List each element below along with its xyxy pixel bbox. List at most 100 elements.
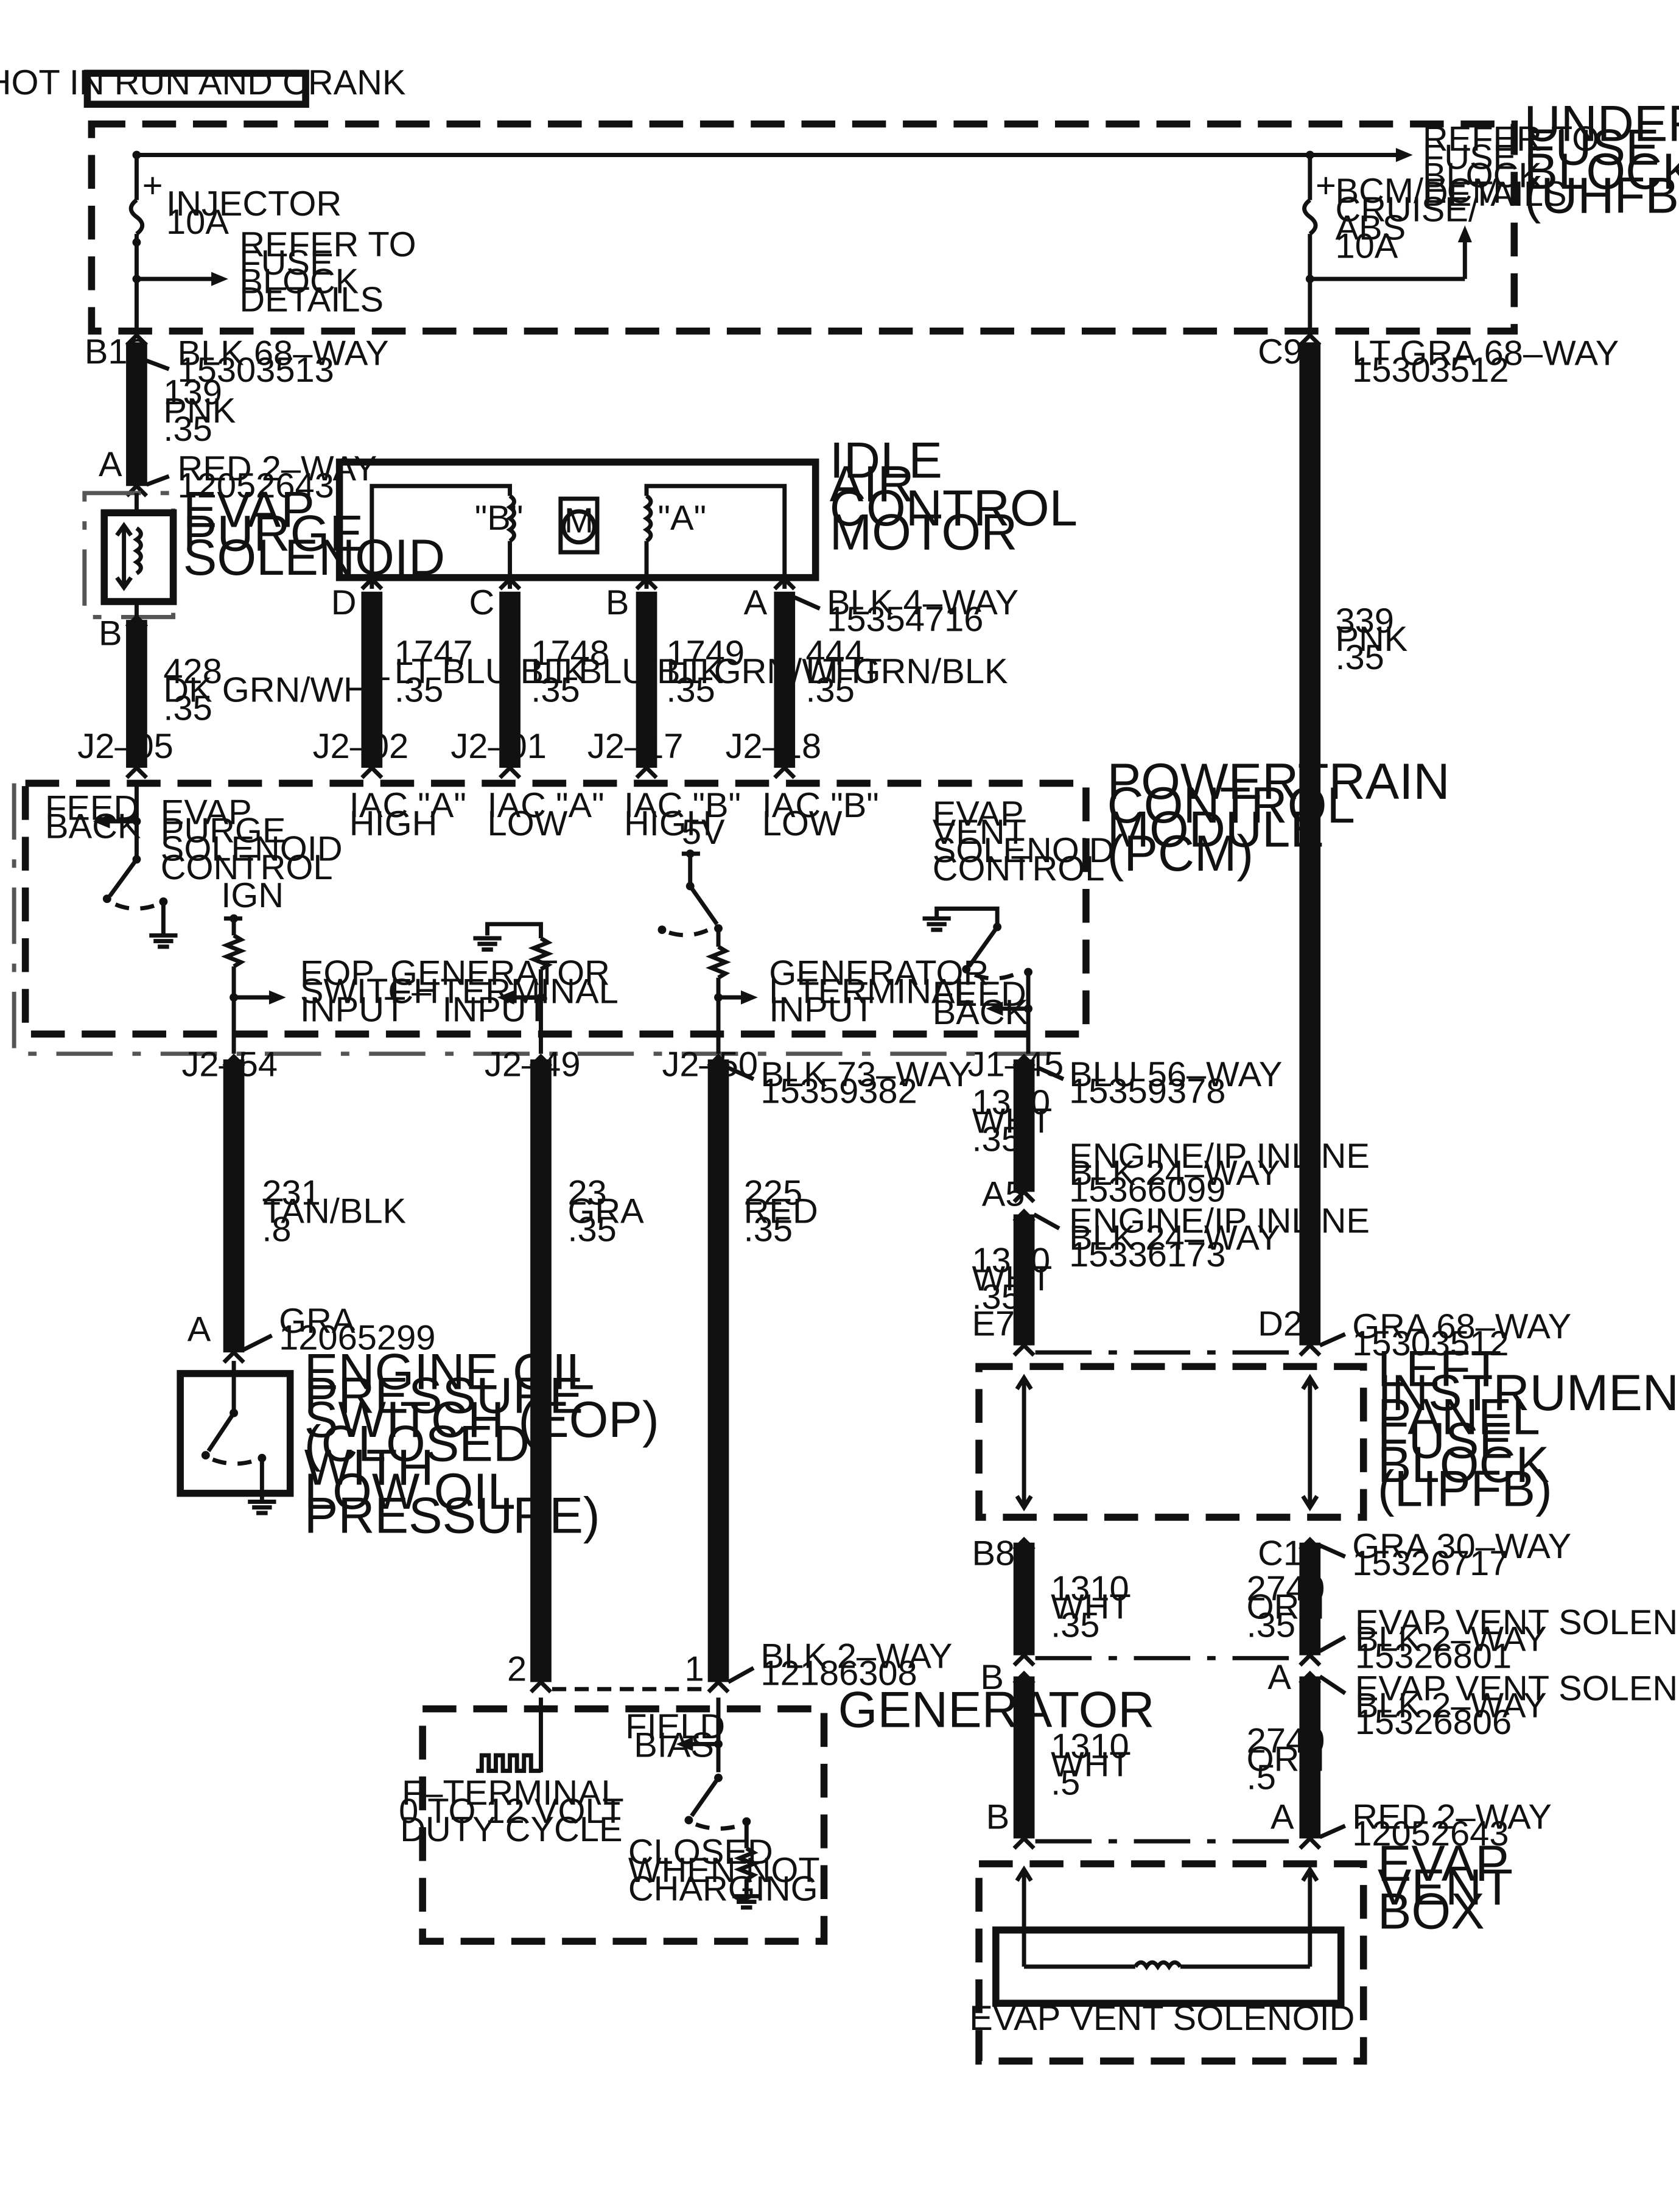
f-terminal-label: F–TERMINAL 0 TO 12 VOLT DUTY CYCLE xyxy=(399,1774,624,1849)
svg-text:15303512: 15303512 xyxy=(1352,1324,1509,1363)
svg-text:.35: .35 xyxy=(394,670,443,709)
svg-text:231: 231 xyxy=(262,1173,320,1212)
pcm-top-pins: J2–05 J2–02 J2–01 J2–17 J2–18 xyxy=(77,727,821,766)
wire-139-label: 139 PNK .35 xyxy=(163,373,236,449)
svg-text:15326806: 15326806 xyxy=(1355,1703,1512,1742)
resistor-icon xyxy=(734,1846,760,1881)
svg-text:BACK: BACK xyxy=(933,993,1028,1032)
eop-conn-label: GRA 12065299 xyxy=(279,1302,435,1358)
resistor-icon xyxy=(528,936,554,971)
svg-text:MOTOR: MOTOR xyxy=(830,504,1017,560)
vent-box-name: EVAP VENT BOX xyxy=(1378,1835,1513,1940)
iac-wire-labels: 1747 LT BLU/BLK .35 1748 LT BLU/BLK .35 … xyxy=(394,634,1008,709)
uhfb-box xyxy=(88,120,1518,335)
svg-text:DUTY CYCLE: DUTY CYCLE xyxy=(400,1810,622,1849)
svg-text:DETAILS: DETAILS xyxy=(239,280,384,319)
svg-text:12052643: 12052643 xyxy=(178,466,334,505)
svg-text:VENT: VENT xyxy=(1378,1859,1513,1915)
svg-text:CONTROL: CONTROL xyxy=(830,480,1078,536)
closed-note-label: CLOSED WHEN NOT CHARGING xyxy=(628,1833,820,1908)
svg-text:15303512: 15303512 xyxy=(1352,351,1509,390)
purge-conn-label: RED 2–WAY 12052643 xyxy=(178,449,377,505)
svg-text:IAC "B": IAC "B" xyxy=(762,786,879,825)
iac-motor-box xyxy=(335,458,819,581)
svg-text:(PCM): (PCM) xyxy=(1107,825,1254,882)
lipfb-name: LEFT INSTRUMENT PANEL FUSE BLOCK (LIPFB) xyxy=(1378,1341,1679,1517)
svg-text:CONTROL: CONTROL xyxy=(933,849,1105,888)
svg-text:PANEL: PANEL xyxy=(1378,1388,1540,1445)
svg-text:WHT: WHT xyxy=(972,1101,1052,1140)
motor-label: M xyxy=(564,502,594,541)
svg-text:(CLOSED: (CLOSED xyxy=(304,1415,530,1472)
svg-text:LT GRN/BLK: LT GRN/BLK xyxy=(805,652,1008,691)
svg-text:23: 23 xyxy=(567,1173,606,1212)
gen-conn-label: BLK 2–WAY 12186308 xyxy=(760,1637,952,1693)
svg-text:ORN: ORN xyxy=(1247,1740,1325,1778)
svg-text:CLOSED: CLOSED xyxy=(628,1833,773,1872)
svg-text:10A: 10A xyxy=(166,203,229,242)
eop-name: ENGINE OIL PRESSURE SWITCH (EOP) (CLOSED… xyxy=(304,1343,659,1543)
svg-text:FUSE: FUSE xyxy=(1378,1413,1513,1469)
svg-text:F–TERMINAL: F–TERMINAL xyxy=(402,1774,621,1813)
svg-text:BLK 2–WAY: BLK 2–WAY xyxy=(1355,1686,1547,1725)
svg-text:EVAP: EVAP xyxy=(1378,1835,1509,1892)
lipfb-box xyxy=(975,1363,1367,1521)
svg-text:TAN/BLK: TAN/BLK xyxy=(262,1192,406,1231)
svg-text:.35: .35 xyxy=(666,670,715,709)
svg-text:SWITCH: SWITCH xyxy=(300,972,439,1011)
svg-text:1310: 1310 xyxy=(1051,1727,1129,1766)
svg-text:12052643: 12052643 xyxy=(1352,1814,1509,1853)
refer-left-label: REFER TO FUSE BLOCK DETAILS xyxy=(239,225,416,319)
field-bias-label: FIELD BIAS xyxy=(625,1707,725,1764)
svg-text:F– TERMINAL: F– TERMINAL xyxy=(390,972,619,1011)
svg-text:.35: .35 xyxy=(163,689,212,728)
svg-text:CHARGING: CHARGING xyxy=(628,1869,818,1908)
svg-text:FUSE: FUSE xyxy=(239,244,333,283)
motor-icon xyxy=(561,509,597,545)
svg-text:INPUT: INPUT xyxy=(769,990,875,1029)
svg-text:15336173: 15336173 xyxy=(1069,1235,1225,1274)
svg-text:BLU 56–WAY: BLU 56–WAY xyxy=(1069,1055,1282,1094)
svg-text:HIGH: HIGH xyxy=(349,804,438,843)
coil-b-label: "B" xyxy=(475,499,524,538)
svg-text:+: + xyxy=(142,166,163,205)
wire-2740-b-label: 2740 ORN .5 xyxy=(1247,1721,1325,1797)
fuse-icon xyxy=(1302,198,1318,236)
svg-text:2740: 2740 xyxy=(1247,1569,1325,1608)
svg-text:EVAP VENT SOLENOID INLINE: EVAP VENT SOLENOID INLINE xyxy=(1355,1603,1679,1642)
conn-56-label: BLU 56–WAY 15359378 xyxy=(1069,1055,1282,1111)
purge-pin-b: B xyxy=(99,614,122,653)
svg-text:EVAP: EVAP xyxy=(161,793,252,832)
svg-text:(UHFB): (UHFB) xyxy=(1524,167,1679,223)
svg-text:CRUISE/: CRUISE/ xyxy=(1335,190,1478,229)
purge-name: EVAP PURGE SOLENOID xyxy=(183,481,445,586)
coil-a-label: "A" xyxy=(658,499,707,538)
pulse-icon xyxy=(476,1753,541,1773)
fuse-injector-label: INJECTOR 10A xyxy=(166,184,342,242)
gen-pin-2: 2 xyxy=(507,1649,527,1688)
svg-text:UNDERHOOD: UNDERHOOD xyxy=(1524,95,1679,152)
svg-text:.35: .35 xyxy=(567,1210,616,1249)
conn-red2-label: RED 2–WAY 12052643 xyxy=(1352,1797,1552,1853)
svg-text:.5: .5 xyxy=(1051,1764,1080,1803)
svg-text:WITH: WITH xyxy=(304,1439,434,1496)
pin-a-1: A xyxy=(1267,1658,1291,1697)
svg-text:15326801: 15326801 xyxy=(1355,1637,1512,1676)
pin-b-2: B xyxy=(986,1797,1010,1836)
hot-label: HOT IN RUN AND CRANK xyxy=(0,63,405,102)
svg-text:LOW: LOW xyxy=(488,804,568,843)
wire-1310-a-label: 1310 WHT .35 xyxy=(972,1083,1052,1159)
conn-gra30-label: GRA 30–WAY 15326717 xyxy=(1352,1527,1571,1583)
svg-text:.35: .35 xyxy=(805,670,854,709)
conn-73-label: BLK 73–WAY 15359382 xyxy=(760,1055,972,1111)
svg-text:LOW: LOW xyxy=(762,804,843,843)
arrow-right-icon xyxy=(211,272,228,286)
svg-text:C: C xyxy=(469,583,494,622)
gen-f-input-label: GENERATOR F– TERMINAL INPUT xyxy=(390,953,619,1029)
svg-text:225: 225 xyxy=(744,1173,802,1212)
fuse-bcm-label: BCM/ECM CRUISE/ ABS 10A xyxy=(1335,172,1501,265)
wire-225-label: 225 RED .35 xyxy=(744,1173,818,1249)
svg-text:D: D xyxy=(331,583,357,622)
fuse-icon xyxy=(128,198,145,236)
